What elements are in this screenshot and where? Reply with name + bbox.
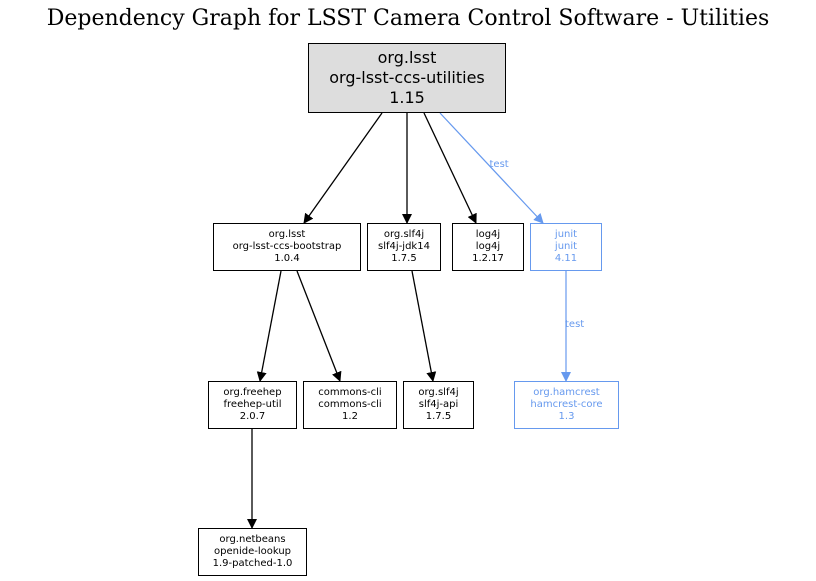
node-version: 1.2 [342,411,358,422]
edge-slf4j_jdk14-to-slf4j_api [411,270,437,382]
node-version: 1.0.4 [274,253,300,264]
node-bootstrap[interactable]: org.lsst org-lsst-ccs-bootstrap 1.0.4 [213,223,361,271]
edge-bootstrap-to-commons_cli [296,270,342,382]
node-version: 1.7.5 [391,253,417,264]
node-root[interactable]: org.lsst org-lsst-ccs-utilities 1.15 [308,43,506,113]
node-openide-lookup[interactable]: org.netbeans openide-lookup 1.9-patched-… [198,528,307,576]
node-group: org.lsst [268,229,306,240]
node-log4j[interactable]: log4j log4j 1.2.17 [452,223,524,271]
node-slf4j-api[interactable]: org.slf4j slf4j-api 1.7.5 [403,381,474,429]
node-artifact: openide-lookup [213,546,292,557]
node-version: 4.11 [554,253,578,264]
node-artifact: hamcrest-core [530,399,603,410]
node-version: 1.3 [558,411,575,422]
node-commons-cli[interactable]: commons-cli commons-cli 1.2 [303,381,397,429]
node-artifact: junit [554,241,578,252]
node-group: log4j [475,229,501,240]
edge-scope-label: test [490,159,509,170]
node-group: org.lsst [377,48,437,67]
edge-root-to-junit [439,112,544,224]
node-version: 1.7.5 [425,411,452,422]
node-group: org.freehep [223,387,282,398]
node-version: 2.0.7 [239,411,266,422]
node-artifact: org-lsst-ccs-utilities [329,68,485,87]
node-group: org.slf4j [418,387,459,398]
edge-bootstrap-to-freehep [256,270,282,382]
node-group: org.slf4j [383,229,425,240]
node-artifact: slf4j-api [418,399,459,410]
node-version: 1.15 [389,88,425,107]
node-artifact: org-lsst-ccs-bootstrap [232,241,342,252]
node-artifact: freehep-util [223,399,282,410]
node-artifact: slf4j-jdk14 [378,241,430,252]
node-group: commons-cli [318,387,382,398]
edge-root-to-log4j [423,112,477,224]
node-artifact: commons-cli [318,399,382,410]
node-group: org.netbeans [219,534,286,545]
node-hamcrest-core[interactable]: org.hamcrest hamcrest-core 1.3 [514,381,619,429]
node-version: 1.2.17 [472,253,504,264]
graph-title: Dependency Graph for LSST Camera Control… [46,6,770,31]
node-junit[interactable]: junit junit 4.11 [530,223,602,271]
node-group: org.hamcrest [533,387,600,398]
node-slf4j-jdk14[interactable]: org.slf4j slf4j-jdk14 1.7.5 [367,223,441,271]
node-artifact: log4j [475,241,501,252]
node-group: junit [554,229,578,240]
node-freehep-util[interactable]: org.freehep freehep-util 2.0.7 [208,381,297,429]
edge-scope-label: test [565,319,584,330]
node-version: 1.9-patched-1.0 [212,558,293,569]
edge-root-to-bootstrap [303,112,383,224]
